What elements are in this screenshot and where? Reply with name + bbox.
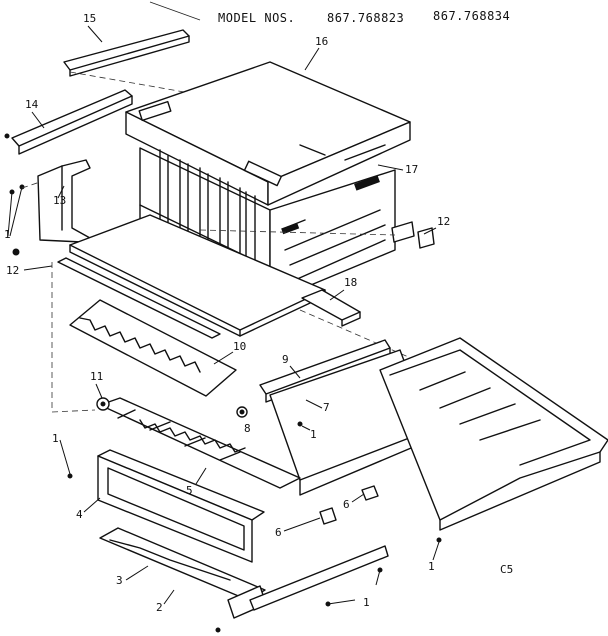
callout-5: 5 [186, 484, 193, 497]
callout-15: 15 [83, 12, 96, 25]
screw-set-left [7, 181, 41, 256]
screw-set-bottom [67, 473, 442, 633]
callout-10: 10 [233, 340, 246, 353]
callout-6-upper: 6 [343, 498, 350, 511]
part-5-burner-tray [99, 397, 301, 489]
callout-13: 13 [53, 194, 66, 207]
callout-9: 9 [282, 353, 289, 366]
callout-7: 7 [323, 401, 330, 414]
callout-4: 4 [76, 508, 83, 521]
part-4-front-frame [97, 449, 265, 563]
callout-11: 11 [90, 370, 103, 383]
callout-1-mid: 1 [310, 428, 317, 441]
guide-line [149, 1, 201, 21]
part-17-side-panel [269, 169, 396, 303]
part-16-top-cabinet [125, 61, 411, 206]
callout-16: 16 [315, 35, 328, 48]
part-13-left-bracket [37, 159, 91, 243]
model-number-1: 867.768823 [327, 11, 404, 25]
model-header: MODEL NOS. 867.768823 867.768834 [218, 9, 510, 25]
part-18-channel [301, 289, 361, 327]
part-3-pan [99, 527, 266, 601]
callout-18: 18 [344, 276, 357, 289]
callout-2: 2 [156, 601, 163, 614]
callout-1-lower-left: 1 [52, 432, 59, 445]
part-11-fitting [96, 397, 110, 411]
part-14-side-bracket [4, 89, 133, 155]
callout-17: 17 [405, 163, 418, 176]
corner-code: C5 [500, 563, 513, 576]
callout-1-bottom: 1 [363, 596, 370, 609]
part-2-bottom-rail [227, 545, 389, 619]
callout-1-right: 1 [428, 560, 435, 573]
part-6-clips [319, 485, 379, 525]
callouts: 15 16 14 13 17 12 1 12 18 10 9 11 7 8 1 … [4, 12, 513, 614]
part-12-left-plate [57, 257, 221, 339]
part-8-fitting [236, 406, 303, 427]
part-12-right-bracket [391, 221, 435, 249]
callout-14: 14 [25, 98, 39, 111]
model-prefix: MODEL NOS. [218, 11, 295, 25]
model-number-2: 867.768834 [433, 9, 510, 23]
callout-3: 3 [116, 574, 123, 587]
part-10-shield [69, 299, 237, 397]
callout-6-lower: 6 [275, 526, 282, 539]
callout-12-left: 12 [6, 264, 19, 277]
callout-8: 8 [244, 422, 251, 435]
base-frame [379, 337, 608, 531]
callout-1-left: 1 [4, 228, 11, 241]
callout-12-right: 12 [437, 215, 450, 228]
